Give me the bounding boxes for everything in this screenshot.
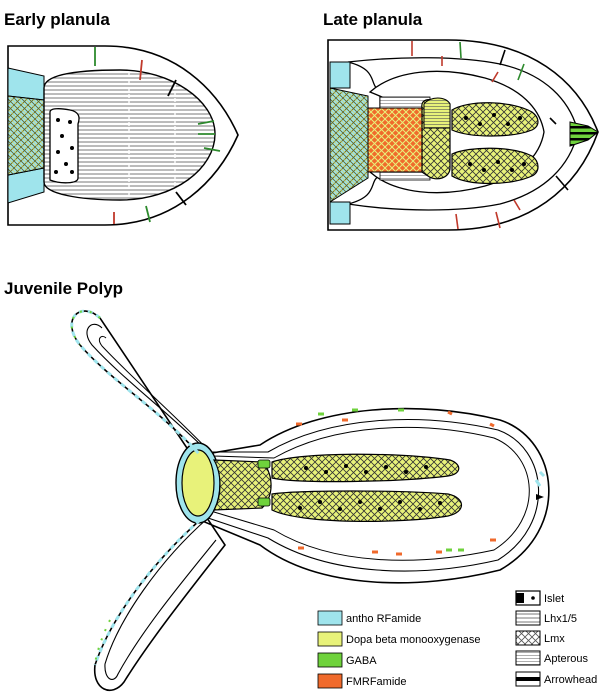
juvenile-polyp-diagram [70, 309, 550, 692]
juvenile-body-innermost [99, 335, 530, 561]
legend-pattern-lmx [515, 630, 541, 646]
early-lmx-oral [7, 95, 45, 176]
legend: antho RFamide Dopa beta monooxygenase GA… [317, 590, 597, 689]
legend-pattern-arrowhead-bar [516, 677, 540, 681]
legend-label-dopa: Dopa beta monooxygenase [346, 634, 481, 646]
legend-pattern-apterous [515, 650, 541, 666]
late-tentacle-lower [451, 147, 539, 185]
juvenile-arm-antho-lower [93, 518, 202, 666]
legend-swatch-antho [317, 610, 343, 626]
juvenile-tentacle-lower [271, 490, 463, 523]
early-ectoderm-marks [94, 47, 221, 224]
legend-label-islet: Islet [544, 593, 564, 605]
early-islet-dots [54, 118, 74, 174]
legend-swatch-fmrf [317, 673, 343, 689]
juvenile-gaba-bottom [257, 497, 271, 507]
legend-label-lmx: Lmx [544, 633, 565, 645]
juvenile-arm-gaba-lower [94, 619, 111, 666]
early-islet-domain [49, 108, 80, 184]
legend-color-items: antho RFamide Dopa beta monooxygenase GA… [317, 610, 481, 689]
juvenile-arm-gaba-upper [70, 310, 101, 346]
legend-pattern-lhx [515, 610, 541, 626]
legend-label-apterous: Apterous [544, 653, 589, 665]
late-dopa-collar-top [423, 97, 451, 129]
early-planula-title: Early planula [4, 10, 110, 29]
juvenile-pharynx [212, 459, 272, 511]
late-planula-title: Late planula [323, 10, 423, 29]
late-antho-top [329, 61, 351, 89]
late-tentacle-upper [451, 102, 539, 137]
legend-label-lhx: Lhx1/5 [544, 613, 577, 625]
late-fmrf-lmx [367, 107, 431, 173]
juvenile-tentacle-upper [271, 453, 460, 483]
late-planula-diagram [327, 39, 599, 231]
juvenile-hypostome-inner [181, 449, 215, 517]
legend-label-antho: antho RFamide [346, 613, 421, 625]
legend-pattern-islet-mark [516, 593, 524, 603]
juvenile-gaba-top [257, 459, 271, 469]
legend-swatch-dopa [317, 631, 343, 647]
early-planula-diagram [7, 45, 239, 226]
juvenile-body-inner [86, 323, 540, 680]
juvenile-polyp-title: Juvenile Polyp [4, 279, 123, 298]
late-arrowhead-gaba [569, 121, 599, 147]
juvenile-body-marks [296, 408, 546, 556]
legend-swatch-gaba [317, 652, 343, 668]
juvenile-arrowhead-tip [536, 494, 544, 500]
late-ectoderm-marks [411, 41, 569, 230]
legend-pattern-islet-dot [531, 596, 535, 600]
late-antho-bottom [329, 201, 351, 225]
late-lmx-oral [329, 87, 369, 203]
legend-label-gaba: GABA [346, 655, 377, 667]
late-islet-dots [464, 113, 526, 172]
legend-pattern-items: Islet Lhx1/5 Lmx Apterous Arrowhead [515, 590, 597, 687]
legend-label-arrowhead: Arrowhead [544, 674, 597, 686]
legend-label-fmrf: FMRFamide [346, 676, 407, 688]
juvenile-islet-dots [298, 464, 442, 511]
